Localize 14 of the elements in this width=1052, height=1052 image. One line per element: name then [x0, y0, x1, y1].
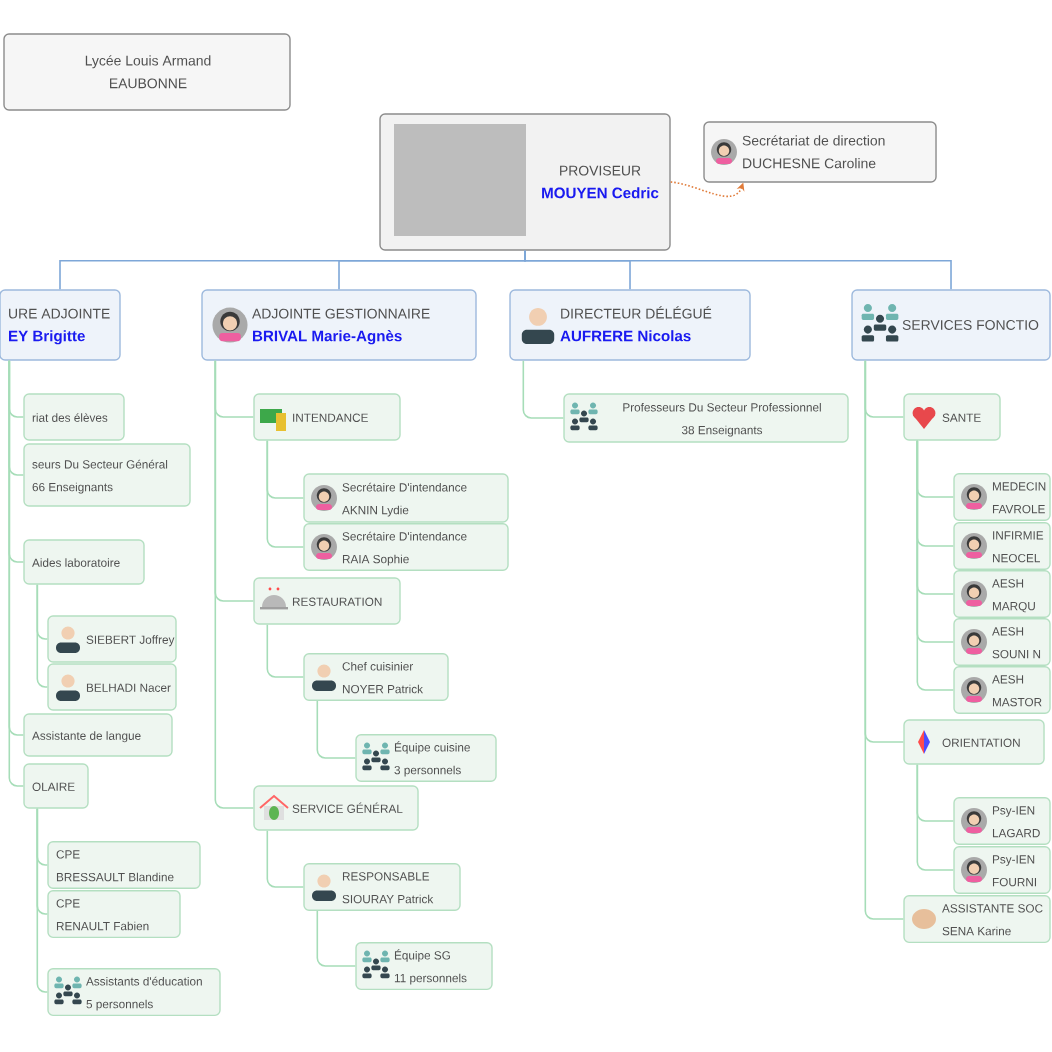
tree-connector: [36, 583, 49, 688]
tree-connector: [864, 359, 905, 920]
tree-connector: [266, 623, 305, 678]
dotted-arrow: [669, 181, 745, 198]
tree-connector: [522, 359, 565, 419]
tree-connector: [316, 700, 357, 759]
tree-connector: [266, 439, 305, 548]
tree-connector: [214, 359, 255, 809]
tree-connector: [916, 763, 955, 871]
tree-connector: [524, 249, 952, 291]
tree-connector: [36, 807, 49, 993]
tree-connector: [266, 829, 305, 888]
tree-connector: [316, 910, 357, 967]
tree-connector: [916, 439, 955, 691]
